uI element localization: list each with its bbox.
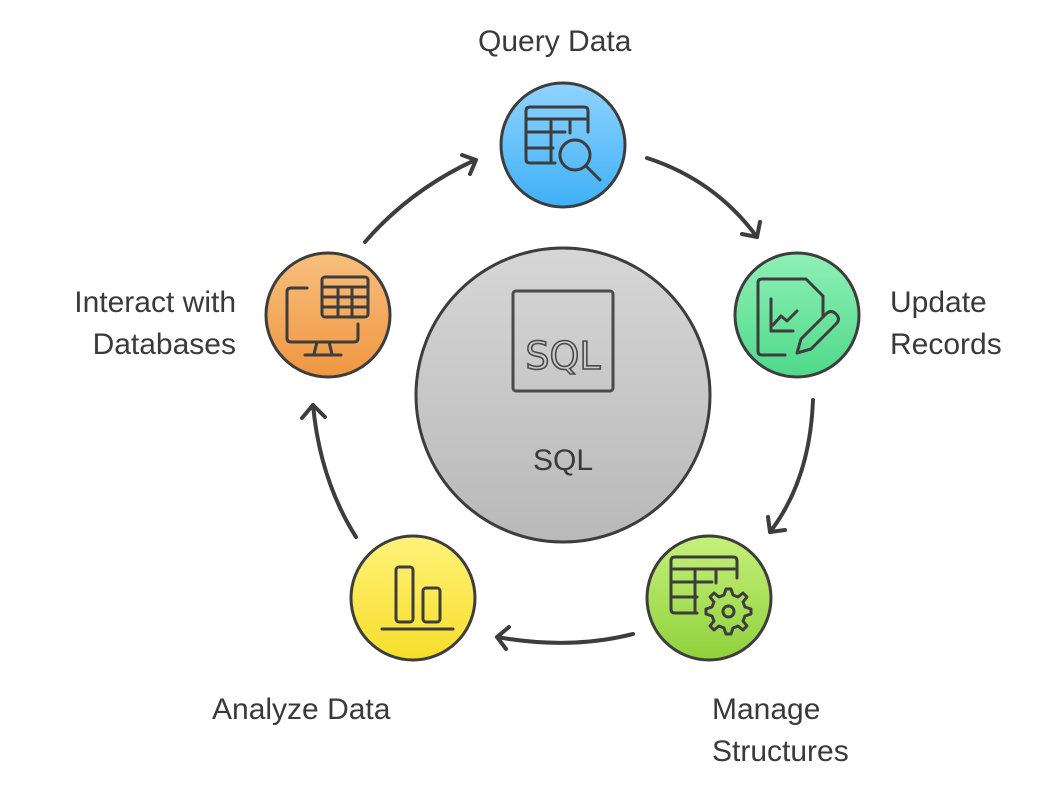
label-analyze-data: Analyze Data <box>212 689 390 731</box>
node-update-records <box>733 251 861 379</box>
arrow-analyze-to-interact <box>300 403 358 539</box>
arrow-query-to-update <box>645 156 762 239</box>
label-line: Records <box>890 328 1002 361</box>
sql-icon-text: SQL <box>525 334 600 378</box>
label-update-records: Update Records <box>890 282 1002 366</box>
label-line: Databases <box>92 328 236 361</box>
arrow-manage-to-analyze <box>495 625 635 651</box>
label-interact-with-databases: Interact with Databases <box>44 282 236 366</box>
monitor-table-icon <box>285 275 370 357</box>
label-line: Structures <box>712 735 849 768</box>
label-line: Interact with <box>74 286 236 319</box>
sql-box-icon: SQL <box>511 289 615 393</box>
label-line: Query Data <box>478 25 632 58</box>
label-manage-structures: Manage Structures <box>712 689 849 773</box>
center-title: SQL <box>533 444 593 477</box>
document-chart-edit-icon <box>756 277 840 357</box>
bar-chart-icon <box>380 565 455 631</box>
label-line: Analyze Data <box>212 693 391 726</box>
node-query-data <box>499 81 627 209</box>
arrow-interact-to-query <box>363 153 478 244</box>
node-interact-with-databases <box>264 251 392 379</box>
table-gear-icon <box>669 555 753 636</box>
node-analyze-data <box>349 534 477 662</box>
label-line: Update <box>890 286 987 319</box>
center-node-sql: SQL SQL <box>414 246 712 544</box>
label-line: Manage <box>712 693 821 726</box>
table-search-icon <box>524 105 602 182</box>
arrow-update-to-manage <box>766 398 815 534</box>
node-manage-structures <box>645 534 773 662</box>
label-query-data: Query Data <box>478 21 631 63</box>
